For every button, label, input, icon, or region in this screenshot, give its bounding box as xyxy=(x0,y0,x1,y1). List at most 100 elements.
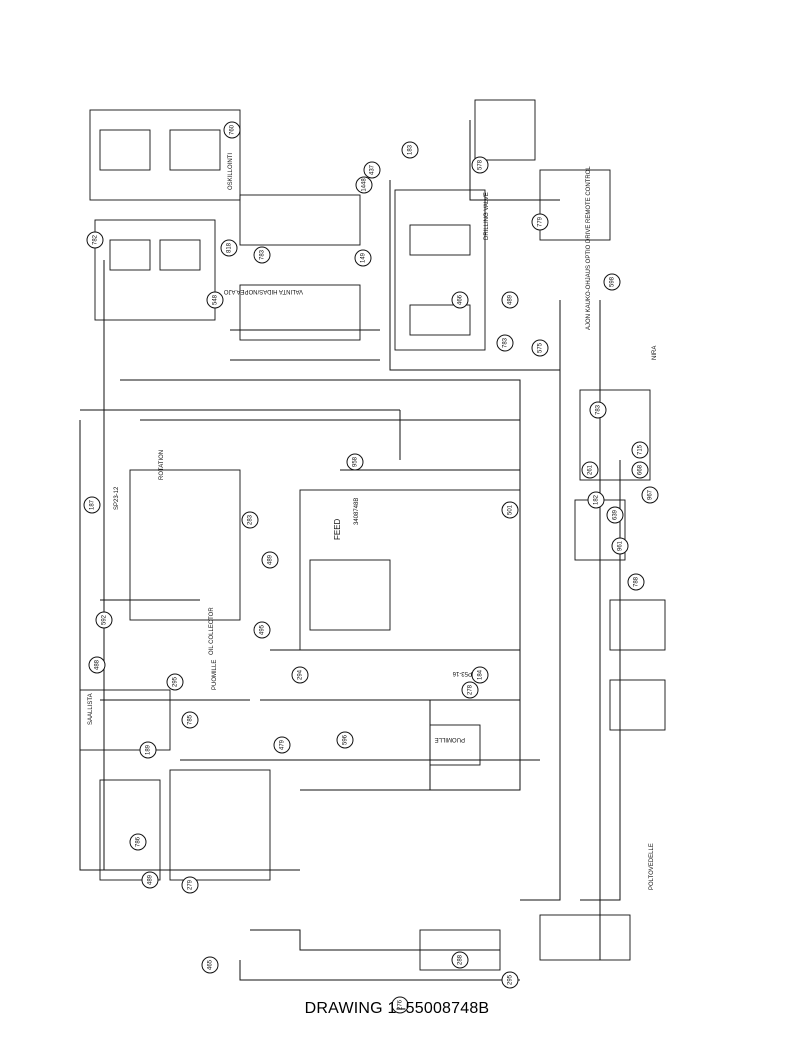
reference-bubble-number: 437 xyxy=(370,164,376,175)
reference-bubble-number: 295 xyxy=(173,676,179,687)
reference-bubble xyxy=(354,249,372,267)
reference-bubble xyxy=(223,121,241,139)
reference-bubble xyxy=(631,461,649,479)
reference-bubble-number: 187 xyxy=(90,499,96,510)
reference-bubble-number: 783 xyxy=(596,404,602,415)
reference-bubble-number: 183 xyxy=(408,144,414,155)
reference-bubble xyxy=(461,681,479,699)
reference-bubble xyxy=(451,291,469,309)
reference-bubble-number: 489 xyxy=(508,294,514,305)
reference-bubble xyxy=(181,876,199,894)
reference-bubble-number: 961 xyxy=(618,540,624,551)
reference-bubble-number: 578 xyxy=(478,159,484,170)
reference-bubble-number: 182 xyxy=(594,494,600,505)
reference-bubble xyxy=(139,741,157,759)
reference-bubble xyxy=(631,441,649,459)
reference-bubble-number: 786 xyxy=(136,836,142,847)
reference-bubble xyxy=(611,537,629,555)
reference-bubble-number: 782 xyxy=(93,234,99,245)
reference-bubble xyxy=(401,141,419,159)
reference-bubble xyxy=(253,621,271,639)
reference-bubble xyxy=(627,573,645,591)
reference-bubble-number: 489 xyxy=(148,874,154,885)
reference-bubble xyxy=(501,501,519,519)
reference-bubble-number: 501 xyxy=(508,504,514,515)
reference-bubble-number: 276 xyxy=(398,999,404,1010)
reference-bubble-number: 715 xyxy=(638,444,644,455)
reference-bubble-number: 783 xyxy=(503,337,509,348)
reference-bubble xyxy=(363,161,381,179)
reference-bubble xyxy=(589,401,607,419)
reference-bubble-number: 489 xyxy=(268,554,274,565)
reference-bubble-number: 967 xyxy=(648,489,654,500)
reference-bubble-number: 592 xyxy=(102,614,108,625)
reference-bubble xyxy=(253,246,271,264)
reference-bubble-number: 279 xyxy=(188,879,194,890)
reference-bubble-number: 479 xyxy=(280,739,286,750)
reference-bubble xyxy=(273,736,291,754)
reference-bubble-number: 466 xyxy=(458,294,464,305)
reference-bubble xyxy=(641,486,659,504)
reference-bubble xyxy=(501,971,519,989)
reference-bubble-number: 598 xyxy=(610,276,616,287)
reference-bubble xyxy=(587,491,605,509)
label-feed: FEED xyxy=(333,518,342,540)
reference-bubble-number: 575 xyxy=(538,342,544,353)
reference-bubble xyxy=(261,551,279,569)
label-sp23: SP23-12 xyxy=(114,486,120,510)
reference-bubble-number: 189 xyxy=(146,744,152,755)
reference-bubble-number: 639 xyxy=(613,509,619,520)
reference-bubble-number: 788 xyxy=(634,576,640,587)
reference-bubble-number: 495 xyxy=(260,624,266,635)
reference-bubble xyxy=(606,506,624,524)
label-puomille-1: PUOMILLE xyxy=(212,660,218,690)
label-rotation: ROTATION xyxy=(159,450,165,480)
reference-bubble-number: 295 xyxy=(508,974,514,985)
label-poltovedelle: POLTOVEDELLE xyxy=(649,843,655,890)
reference-bubble xyxy=(501,291,519,309)
label-oskillointi: OSKILLOINTI xyxy=(228,153,234,190)
reference-bubble-number: 1448 xyxy=(362,178,368,192)
reference-bubble-number: 288 xyxy=(458,954,464,965)
reference-bubble xyxy=(166,673,184,691)
reference-bubble xyxy=(471,666,489,684)
reference-bubble xyxy=(355,176,373,194)
reference-bubble xyxy=(201,956,219,974)
reference-bubble xyxy=(346,453,364,471)
label-ajon: AJON KAUKO-OHJAUS OPTIO DRIVE REMOTE CON… xyxy=(586,166,592,330)
reference-bubble-number: 465 xyxy=(208,959,214,970)
reference-bubble-number: 760 xyxy=(230,124,236,135)
label-sp53: SP53-16 xyxy=(452,670,476,676)
reference-bubble-number: 184 xyxy=(478,669,484,680)
reference-bubble xyxy=(603,273,621,291)
reference-bubble xyxy=(83,496,101,514)
reference-bubble xyxy=(391,996,409,1014)
reference-bubble-number: 958 xyxy=(353,456,359,467)
reference-bubble-number: 548 xyxy=(213,294,219,305)
reference-bubble-number: 488 xyxy=(95,659,101,670)
reference-bubble xyxy=(241,511,259,529)
drawing-caption: DRAWING 1–55008748B xyxy=(304,1000,490,1017)
reference-bubble xyxy=(581,461,599,479)
label-saallista: SAALLISTA xyxy=(88,693,94,725)
reference-bubble xyxy=(181,711,199,729)
reference-bubble xyxy=(336,731,354,749)
reference-bubble xyxy=(141,871,159,889)
label-puomille-2: PUOMILLE xyxy=(435,736,465,742)
reference-bubble xyxy=(220,239,238,257)
label-valinta: VALINTA HIDAS/NOPEA AJO xyxy=(224,288,303,294)
reference-bubble xyxy=(531,339,549,357)
reference-bubble xyxy=(531,213,549,231)
reference-bubble xyxy=(471,156,489,174)
reference-bubble-number: 283 xyxy=(248,514,254,525)
reference-bubble-number: 785 xyxy=(188,714,194,725)
reference-bubble-number: 779 xyxy=(538,216,544,227)
reference-bubble xyxy=(496,334,514,352)
label-oil-collector: OIL COLLECTOR xyxy=(209,607,215,655)
label-drilling-valve: DRILLING VALVE xyxy=(484,192,490,240)
reference-bubble-number: 783 xyxy=(260,249,266,260)
reference-bubble xyxy=(451,951,469,969)
